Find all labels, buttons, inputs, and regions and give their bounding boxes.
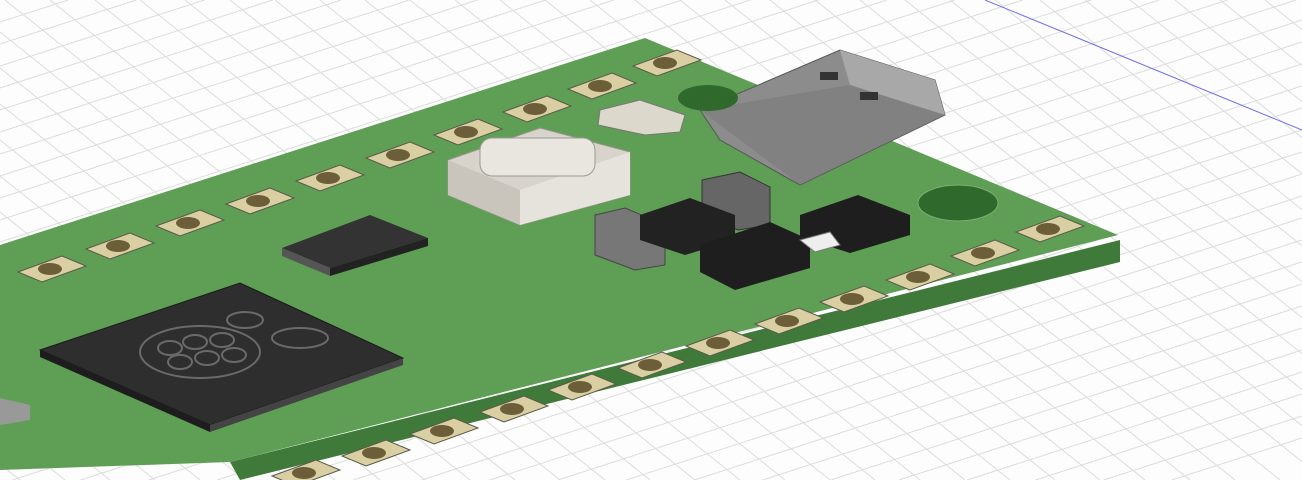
grid-line <box>0 0 205 67</box>
pad-hole <box>1036 223 1060 235</box>
pad-hole <box>500 403 524 415</box>
grid-line <box>626 261 1302 480</box>
grid-line <box>0 0 614 199</box>
led <box>597 99 686 136</box>
grid-line <box>994 0 1302 246</box>
grid-line <box>1171 437 1302 480</box>
grid-line <box>0 0 69 23</box>
pad-hole <box>971 247 995 259</box>
pad-hole <box>430 425 454 437</box>
pad-hole <box>176 217 200 229</box>
pad-hole <box>706 337 730 349</box>
grid-line <box>0 0 546 177</box>
grid-line <box>1035 393 1302 480</box>
crystal <box>0 398 30 425</box>
grid-line <box>0 0 478 155</box>
pad-hole <box>523 103 547 115</box>
grid-line <box>830 327 1302 480</box>
grid-line <box>1264 0 1302 30</box>
grid-line <box>762 305 1302 480</box>
mount-hole <box>678 85 738 111</box>
grid-line <box>1129 0 1302 138</box>
pad-hole <box>38 263 62 275</box>
button-cap[interactable] <box>479 137 596 177</box>
grid-line <box>859 0 1302 354</box>
smd-components <box>594 171 910 290</box>
grid-line <box>489 217 1302 480</box>
pad-hole <box>316 172 340 184</box>
grid-line <box>1103 415 1302 480</box>
pad-hole <box>588 80 612 92</box>
pad-hole <box>775 315 799 327</box>
grid-line <box>967 371 1302 480</box>
pad-hole <box>638 359 662 371</box>
pad-hole <box>454 126 478 138</box>
pad-hole <box>906 271 930 283</box>
grid-line <box>557 239 1302 480</box>
boot-button[interactable] <box>447 127 631 226</box>
pad-hole <box>292 467 316 479</box>
grid-line <box>0 0 273 89</box>
mount-hole <box>917 184 999 222</box>
grid-line <box>1174 0 1302 102</box>
grid-line <box>694 283 1302 480</box>
back-pad-row <box>16 49 703 283</box>
grid-line <box>814 0 1302 390</box>
pad-hole <box>840 293 864 305</box>
x-axis-line <box>984 0 1302 131</box>
flash-chip[interactable] <box>282 215 428 276</box>
grid-line <box>1084 0 1302 174</box>
usb-connector[interactable] <box>699 49 946 186</box>
grid-line <box>898 349 1302 480</box>
grid-line <box>904 0 1302 318</box>
grid-line <box>949 0 1302 282</box>
front-pad-row <box>270 215 1086 480</box>
pad-hole <box>568 381 592 393</box>
grid-line <box>0 0 683 221</box>
grid-line <box>0 0 342 111</box>
raspberry-logo-icon <box>139 311 329 379</box>
grid-line <box>0 0 137 45</box>
pad-hole <box>386 149 410 161</box>
pad-hole <box>362 447 386 459</box>
pad-hole <box>246 195 270 207</box>
grid-line <box>1039 0 1302 210</box>
pad-hole <box>106 240 130 252</box>
grid-line <box>0 0 751 243</box>
grid-line <box>421 195 1302 480</box>
rp2040-chip[interactable] <box>38 282 405 432</box>
pad-hole <box>653 57 677 69</box>
grid-line <box>0 0 410 133</box>
